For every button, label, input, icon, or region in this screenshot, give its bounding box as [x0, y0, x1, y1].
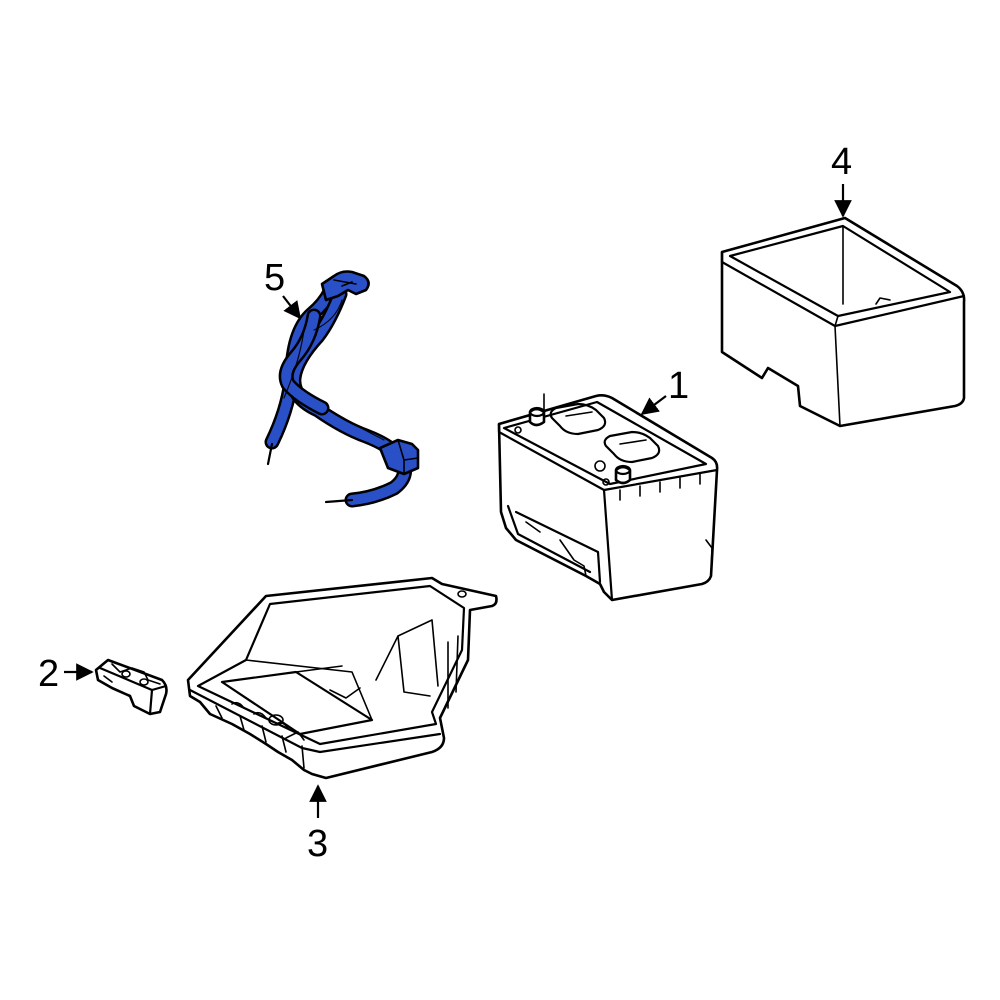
callout-2: 2: [38, 653, 94, 695]
battery-cable-strand-a: [267, 287, 335, 447]
callout-label-4: 4: [831, 141, 852, 183]
callout-3: 3: [307, 784, 328, 865]
hold-down-clamp-part[interactable]: [94, 658, 168, 716]
battery-part[interactable]: [497, 393, 719, 602]
callout-1: 1: [640, 365, 689, 416]
callout-4: 4: [831, 141, 852, 218]
callout-label-2: 2: [38, 653, 59, 695]
callout-label-1: 1: [668, 365, 689, 407]
callout-arrow-1: [640, 395, 667, 416]
callout-label-5: 5: [264, 257, 285, 299]
battery-cable-part[interactable]: [264, 270, 420, 508]
callout-label-3: 3: [307, 823, 328, 865]
battery-tray-part[interactable]: [186, 576, 498, 780]
callout-5: 5: [264, 257, 302, 320]
callout-arrow-5: [282, 295, 302, 320]
insulator-box-part[interactable]: [720, 216, 966, 428]
